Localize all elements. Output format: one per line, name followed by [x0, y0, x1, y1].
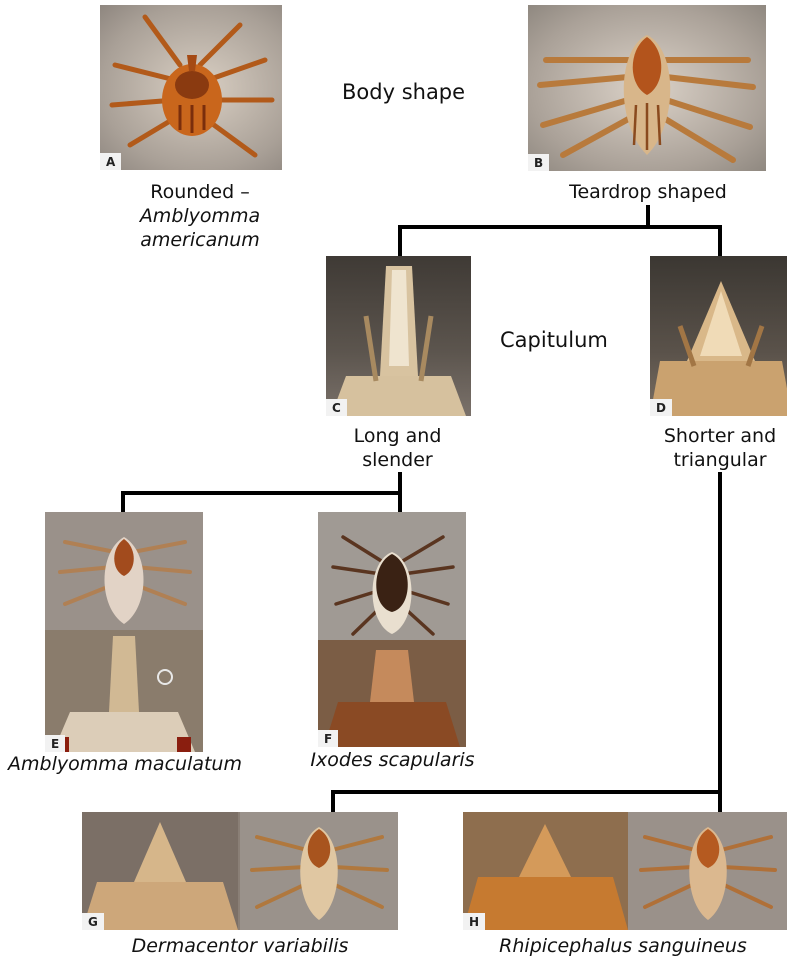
panel-c-photo: C	[326, 256, 471, 416]
panel-a-photo: A	[100, 5, 282, 170]
panel-a-badge: A	[100, 153, 121, 170]
panel-c-caption: Long and slender	[320, 424, 475, 472]
connector-b-to-c	[400, 205, 648, 256]
amblyomma-maculatum-image	[45, 512, 203, 752]
panel-e-species: Amblyomma maculatum	[0, 752, 250, 776]
panel-d-caption: Shorter and triangular	[645, 424, 787, 472]
dermacentor-variabilis-image	[82, 812, 398, 930]
panel-g-photo: G	[82, 812, 398, 930]
panel-c-line2: slender	[320, 448, 475, 472]
long-capitulum-image	[326, 256, 471, 416]
panel-c-line1: Long and	[320, 424, 475, 448]
rounded-tick-image	[100, 5, 282, 170]
panel-e-badge: E	[45, 735, 65, 752]
panel-g-badge: G	[82, 913, 104, 930]
panel-h-species: Rhipicephalus sanguineus	[478, 934, 768, 958]
panel-f-photo: F	[318, 512, 466, 747]
panel-b-badge: B	[528, 154, 549, 171]
panel-d-photo: D	[650, 256, 787, 416]
panel-b-photo: B	[528, 5, 766, 171]
panel-c-badge: C	[326, 399, 347, 416]
panel-b-caption: Teardrop shaped	[548, 180, 748, 204]
panel-d-badge: D	[650, 399, 672, 416]
ixodes-scapularis-image	[318, 512, 466, 747]
panel-e-photo: E	[45, 512, 203, 752]
body-shape-heading: Body shape	[342, 80, 465, 104]
connector-c-to-e	[123, 472, 400, 512]
panel-g-species: Dermacentor variabilis	[100, 934, 380, 958]
panel-h-photo: H	[463, 812, 787, 930]
panel-a-caption: Rounded – Amblyomma americanum	[100, 180, 300, 252]
panel-f-species: Ixodes scapularis	[300, 748, 485, 772]
capitulum-heading: Capitulum	[500, 328, 608, 352]
panel-a-genus: Amblyomma	[100, 204, 300, 228]
panel-d-line2: triangular	[645, 448, 787, 472]
panel-a-shape-label: Rounded –	[100, 180, 300, 204]
rhipicephalus-sanguineus-image	[463, 812, 787, 930]
panel-d-line1: Shorter and	[645, 424, 787, 448]
panel-f-badge: F	[318, 730, 338, 747]
short-capitulum-image	[650, 256, 787, 416]
panel-h-badge: H	[463, 913, 485, 930]
panel-a-species: americanum	[100, 228, 300, 252]
connector-b-to-d	[648, 227, 720, 256]
teardrop-tick-image	[528, 5, 766, 171]
